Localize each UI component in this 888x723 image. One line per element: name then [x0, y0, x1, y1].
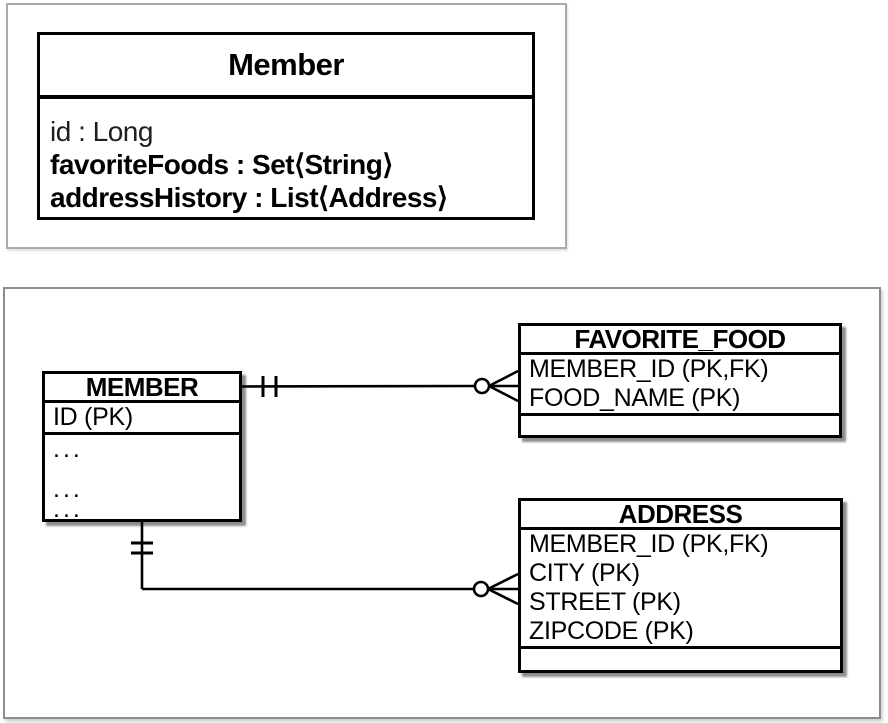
- er-table-member: MEMBER ID (PK) ... ... ...: [42, 371, 242, 522]
- er-member-ellipsis-rows: ... ... ...: [45, 435, 239, 523]
- one-and-only-one-ticks: [131, 541, 153, 555]
- zero-or-many-crowfoot: [472, 572, 519, 606]
- er-favorite-food-row-member-id: MEMBER_ID (PK,FK): [529, 355, 769, 383]
- er-favorite-food-row-food-name: FOOD_NAME (PK): [529, 384, 741, 412]
- er-member-ellipsis: ...: [53, 435, 83, 463]
- er-address-row-street: STREET (PK): [529, 588, 681, 616]
- uml-attribute-favorite-foods: favoriteFoods : Set⟨String⟩: [50, 149, 393, 180]
- one-and-only-one-ticks: [261, 376, 278, 397]
- uml-attribute-id: id : Long: [50, 116, 153, 147]
- er-favorite-food-empty-compartment: [521, 413, 839, 435]
- er-address-empty-compartment: [521, 646, 840, 670]
- er-address-row-zipcode: ZIPCODE (PK): [529, 617, 694, 645]
- er-address-row-city: CITY (PK): [529, 559, 640, 587]
- er-member-ellipsis: ...: [53, 495, 83, 523]
- relationship-member-favoritefood: [241, 369, 519, 403]
- er-table-favorite-food: FAVORITE_FOOD MEMBER_ID (PK,FK) FOOD_NAM…: [518, 323, 842, 438]
- uml-attribute-address-history: addressHistory : List⟨Address⟩: [50, 182, 448, 213]
- uml-class-title: Member: [40, 35, 532, 99]
- er-table-favorite-food-title: FAVORITE_FOOD: [521, 324, 839, 355]
- uml-attributes-compartment: id : Long favoriteFoods : Set⟨String⟩ ad…: [40, 99, 532, 214]
- uml-class-panel: Member id : Long favoriteFoods : Set⟨Str…: [6, 3, 567, 249]
- er-table-address-title: ADDRESS: [521, 499, 840, 530]
- er-diagram-panel: MEMBER ID (PK) ... ... ... FAVORITE_FOOD…: [3, 287, 881, 719]
- zero-or-many-crowfoot: [473, 369, 519, 403]
- er-table-member-title: MEMBER: [45, 372, 239, 403]
- uml-class-member: Member id : Long favoriteFoods : Set⟨Str…: [37, 32, 535, 220]
- er-member-ellipsis: ...: [53, 475, 83, 503]
- er-member-row-id: ID (PK): [45, 403, 239, 435]
- relationship-member-address: [131, 521, 519, 606]
- er-address-row-member-id: MEMBER_ID (PK,FK): [529, 530, 769, 558]
- er-table-address: ADDRESS MEMBER_ID (PK,FK) CITY (PK) STRE…: [518, 498, 843, 673]
